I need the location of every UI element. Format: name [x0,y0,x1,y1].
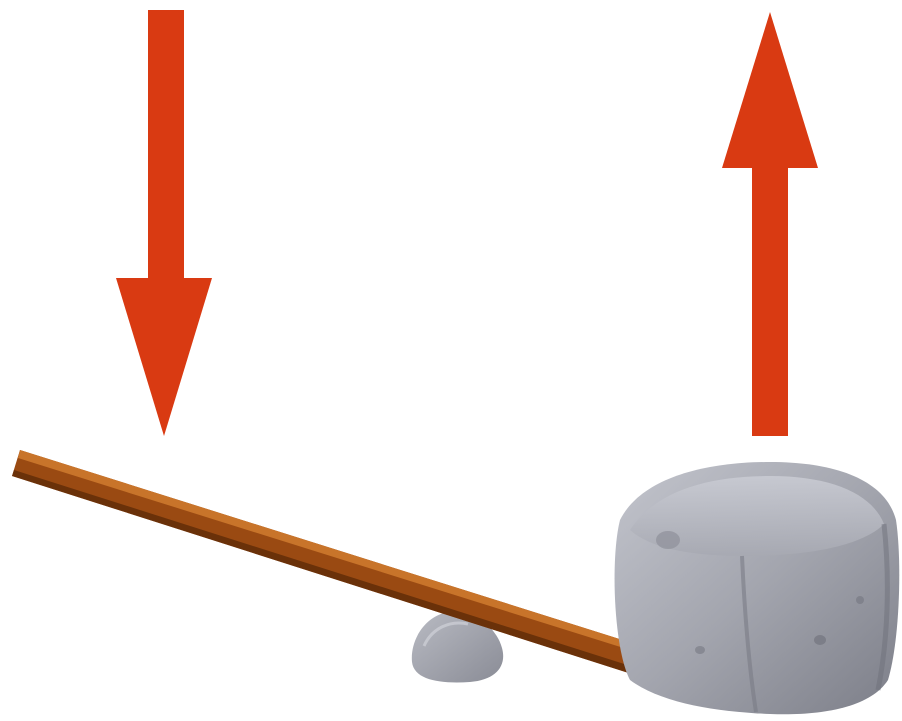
load-rock [614,462,900,715]
lever-bar [12,450,648,676]
effort-arrow-down [116,10,212,436]
load-arrow-up [722,12,818,436]
fulcrum-pebble [411,611,504,683]
